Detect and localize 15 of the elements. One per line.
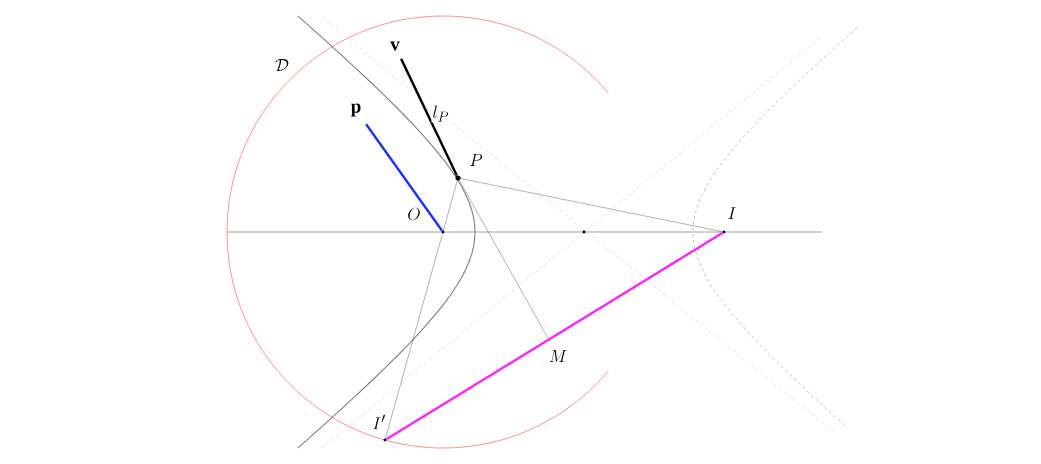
point-label: $I'$ xyxy=(373,414,385,430)
line-segment xyxy=(385,231,724,441)
line-segment xyxy=(365,123,444,232)
point-label: $\mathbf{v}$ xyxy=(390,41,400,51)
point-label: $\mathbf{p}$ xyxy=(350,103,361,117)
line-segment xyxy=(385,180,458,439)
line-segment xyxy=(400,58,458,176)
point-label: $I$ xyxy=(728,207,736,219)
point-label: $M$ xyxy=(549,350,567,362)
line-segment xyxy=(459,180,551,343)
edge-label: $l_P$ xyxy=(433,105,449,122)
circle-label: $\mathcal{D}$ xyxy=(275,59,289,71)
point-label: $O$ xyxy=(408,207,420,221)
line-segment xyxy=(460,178,723,232)
point-label: $P$ xyxy=(470,154,483,166)
